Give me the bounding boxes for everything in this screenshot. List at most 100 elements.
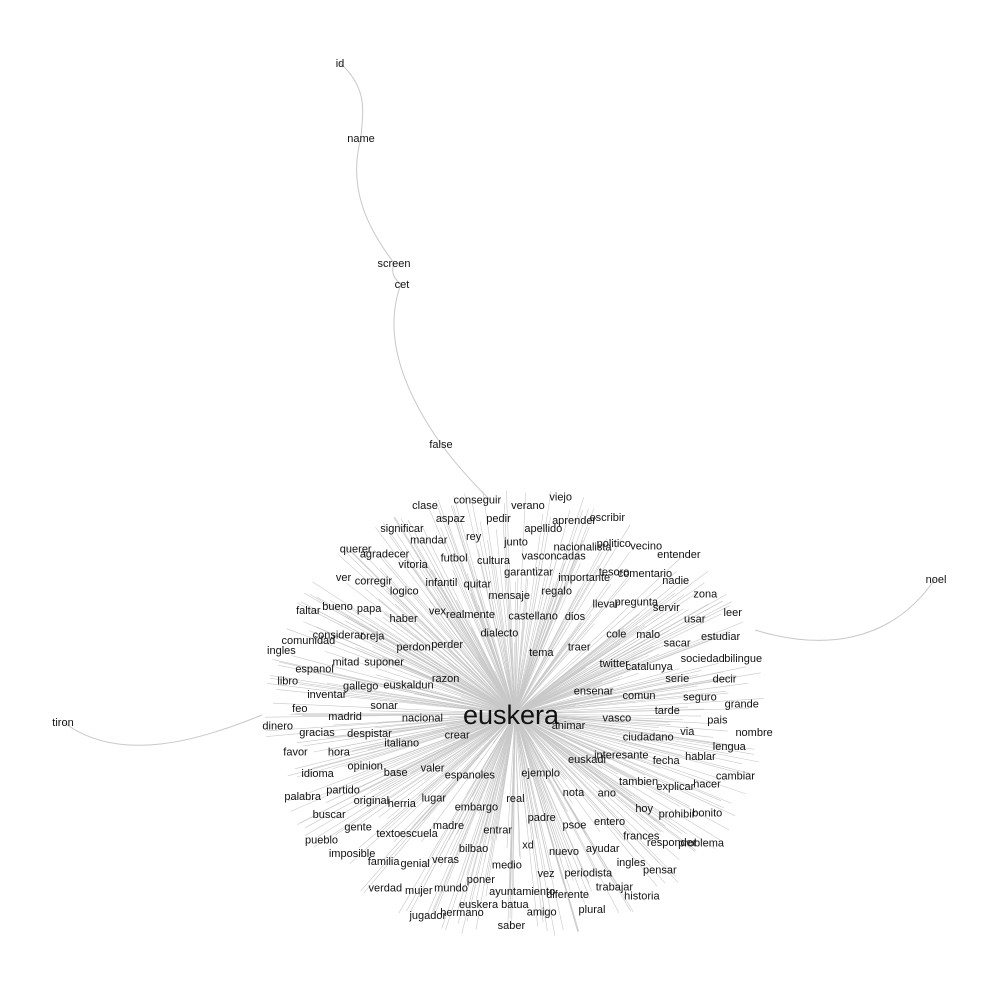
node-label: original [354,795,389,807]
node-label: bueno [322,601,353,613]
graph-edge [264,713,516,718]
graph-edge [468,561,516,715]
graph-edge [514,713,756,776]
graph-edge [394,603,516,715]
graph-edge [266,713,516,737]
graph-edge [512,713,516,895]
graph-edge [514,608,684,715]
graph-edge [514,713,601,832]
graph-edge [422,713,516,868]
node-label: ingles [617,857,646,869]
graph-edge [349,713,516,865]
node-label: base [384,767,408,779]
graph-edge [369,639,516,715]
graph-edge [514,713,579,932]
graph-edge [478,713,516,815]
graph-edge [381,555,516,715]
node-label: libro [277,675,298,687]
graph-edge [273,702,516,715]
node-label: periodista [564,867,613,879]
graph-edge [514,713,585,904]
node-label: agradecer [360,549,410,561]
node-label: zona [693,588,718,600]
node-label: bilingue [724,653,762,665]
graph-edge [447,663,516,715]
node-label: mundo [434,882,468,894]
node-label: vasco [603,713,632,725]
node-label: nombre [735,727,772,739]
node-label: imposible [329,848,375,860]
graph-edge [514,713,599,784]
graph-edge [514,713,687,835]
node-label: catalunya [626,661,674,673]
graph-edge [514,713,716,724]
graph-edge [514,662,719,715]
node-label: italiano [384,737,419,749]
graph-edge [514,713,732,804]
graph-edge [514,713,664,833]
graph-edge [359,637,516,715]
node-label: cole [606,628,626,640]
graph-edge [383,613,516,715]
node-label: politico [597,538,631,550]
graph-edge [514,713,573,804]
graph-edge [514,713,746,795]
node-label: usar [684,614,706,626]
graph-edge [323,635,516,715]
graph-edge [494,670,516,715]
node-label: suponer [364,656,404,668]
graph-edge [398,713,516,914]
graph-edge [514,713,754,755]
graph-edge [374,713,516,729]
graph-edge [514,646,660,715]
node-label: vecino [630,541,662,553]
graph-edge [514,492,526,715]
node-label: ayuntamiento [489,886,555,898]
graph-edge [514,713,666,884]
graph-edge [514,713,593,892]
graph-edge [514,682,603,715]
graph-edge [375,674,516,715]
node-label: nadie [662,575,689,587]
graph-edge [514,713,726,781]
graph-edge [385,611,516,715]
edge-name-screen [356,137,395,264]
graph-edge [514,570,677,715]
graph-edge [514,713,618,775]
node-label: regalo [541,586,572,598]
node-label: pais [707,714,728,726]
node-label-id: id [336,58,345,70]
node-label: ciudadano [623,732,674,744]
graph-edge [514,551,603,715]
node-label: verano [511,500,545,512]
node-label: llevar [593,599,620,611]
node-label: hoy [635,803,653,815]
graph-edge [514,713,729,755]
edge-false-hub [440,443,491,501]
graph-edge [325,651,516,715]
node-label: logico [390,585,419,597]
node-label: madre [433,820,464,832]
graph-edge [479,521,516,715]
graph-edge [389,713,516,733]
node-label: sonar [370,700,398,712]
graph-edge [514,692,685,715]
graph-edge [514,713,520,740]
node-label: viejo [549,491,572,503]
graph-edge [514,713,644,810]
graph-edge [514,713,714,787]
node-label: infantil [426,577,458,589]
graph-edge [514,713,702,717]
graph-edge [514,685,698,715]
node-label: prohibir [659,809,696,821]
node-label: decir [713,674,737,686]
node-label: querer [340,544,372,556]
graph-edge [475,713,516,902]
graph-edge [514,713,738,773]
node-label: idioma [301,768,334,780]
graph-edge [335,713,516,836]
graph-edge [514,713,659,863]
graph-edge [413,542,516,715]
node-label: nota [563,787,585,799]
node-label: psoe [562,819,586,831]
